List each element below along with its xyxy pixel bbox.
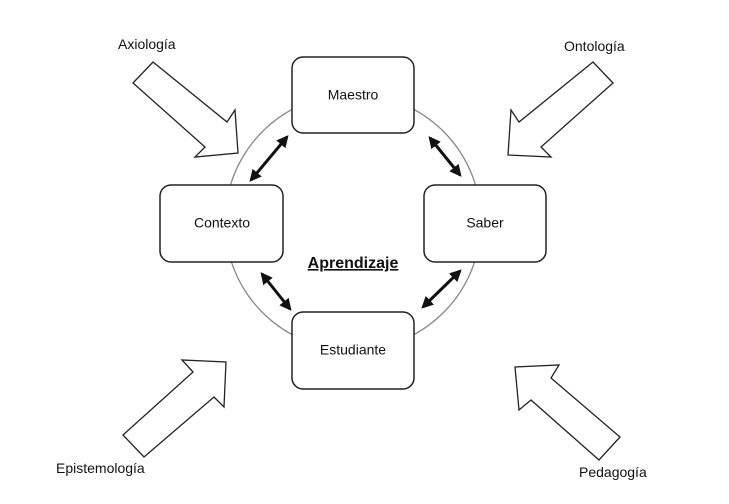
label-epistemologia: Epistemología [56,460,145,476]
epistemologia-arrow [122,359,227,458]
node-contexto-label: Contexto [194,215,250,231]
node-estudiante: Estudiante [291,311,415,390]
node-contexto: Contexto [159,184,284,263]
node-estudiante-label: Estudiante [320,342,386,358]
node-maestro-label: Maestro [328,87,379,103]
pedagogia-arrow [514,364,621,461]
label-ontologia: Ontología [564,38,625,54]
double-arrow-saber-estudiante [421,269,462,309]
double-arrow-contexto-estudiante [260,272,292,311]
double-arrow-maestro-contexto [249,135,289,182]
axiologia-arrow [132,61,239,158]
label-pedagogia: Pedagogía [579,464,647,480]
ontologia-arrow [507,61,614,158]
node-maestro: Maestro [291,56,415,134]
label-axiologia: Axiología [118,36,176,52]
double-arrow-maestro-saber [428,136,462,177]
node-saber-label: Saber [466,215,504,231]
center-label: Aprendizaje [308,255,399,272]
node-saber: Saber [423,184,547,263]
